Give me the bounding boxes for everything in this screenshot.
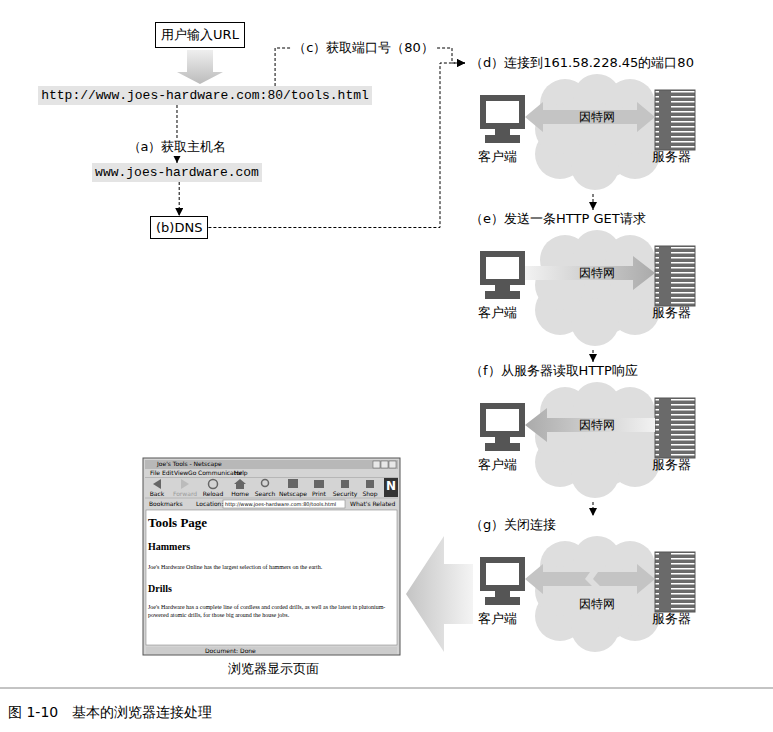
server-label: 服务器 (652, 456, 691, 474)
server-label: 服务器 (652, 304, 691, 322)
location-url: http://www.joes-hardware.com:80/tools.ht… (225, 501, 336, 507)
menu-item: File (150, 469, 160, 476)
dashed-connector (593, 350, 594, 362)
flow-arrow (406, 536, 473, 652)
cloud-label: 因特网 (579, 265, 615, 282)
internet-cloud: （e）发送一条HTTP GET请求因特网 (465, 210, 710, 350)
step-label: （a）获取主机名 (126, 138, 229, 156)
section-heading: Drills (148, 583, 172, 594)
step-heading: （g）关闭连接 (470, 516, 556, 534)
toolbar-button: Search (255, 490, 276, 497)
menu-item: Go (188, 469, 196, 476)
toolbar-button: Home (231, 490, 249, 497)
server-label: 服务器 (652, 148, 691, 166)
step-heading: （f）从服务器读取HTTP响应 (470, 362, 638, 380)
host-field: www.joes-hardware.com (92, 163, 262, 182)
client-label: 客户端 (478, 610, 517, 628)
toolbar-button: Print (312, 490, 326, 497)
dashed-connector (179, 182, 180, 216)
window-title: Joe's Tools - Netscape (157, 460, 222, 467)
figure-caption: 图 1-10 基本的浏览器连接处理 (8, 704, 212, 722)
flow-arrow (177, 50, 223, 84)
toolbar-button: Security (333, 490, 358, 497)
menu-item: Edit (162, 469, 174, 476)
figure-caption: 浏览器显示页面 (228, 660, 319, 678)
cloud-label: 因特网 (579, 109, 615, 126)
internet-cloud: （f）从服务器读取HTTP响应因特网 (465, 362, 710, 502)
toolbar-button: Back (150, 490, 165, 497)
body-text: Joe's Hardware Online has the largest se… (148, 564, 393, 570)
page-heading: Tools Page (148, 515, 207, 531)
toolbar-button: Forward (173, 490, 197, 497)
node-text: (b)DNS (156, 220, 202, 235)
node-text: www.joes-hardware.com (95, 165, 259, 180)
toolbar-button: Netscape (279, 490, 307, 497)
menu-item: View (174, 469, 188, 476)
dashed-connector (593, 194, 594, 210)
related-button: What's Related (350, 500, 395, 507)
body-text: Joe's Hardware has a complete line of co… (148, 603, 393, 619)
menu-item: Help (234, 469, 248, 476)
url-field: http://www.joes-hardware.com:80/tools.ht… (38, 86, 372, 105)
internet-cloud: （d）连接到161.58.228.45的端口80 因特网 (465, 54, 710, 194)
bookmarks-button: Bookmarks (149, 500, 183, 507)
dashed-connector (593, 502, 594, 516)
location-label: Location: (196, 500, 223, 507)
client-label: 客户端 (478, 148, 517, 166)
client-label: 客户端 (478, 456, 517, 474)
browser-window: Joe's Tools - NetscapeTools PageHammersJ… (143, 458, 400, 655)
dns-box: (b)DNS (150, 216, 208, 239)
toolbar-button: Shop (362, 490, 377, 497)
status-text: Document: Done (205, 647, 256, 654)
client-label: 客户端 (478, 304, 517, 322)
cloud-label: 因特网 (579, 596, 615, 613)
logo-letter: N (386, 479, 396, 493)
start-box: 用户输入URL (155, 22, 245, 48)
node-text: 用户输入URL (161, 27, 239, 42)
internet-cloud: （g）关闭连接因特网 (465, 516, 710, 656)
section-heading: Hammers (148, 541, 190, 552)
server-label: 服务器 (652, 610, 691, 628)
cloud-label: 因特网 (579, 417, 615, 434)
toolbar-button: Reload (203, 490, 223, 497)
step-heading: （d）连接到161.58.228.45的端口80 (470, 54, 694, 72)
node-text: http://www.joes-hardware.com:80/tools.ht… (41, 88, 369, 103)
step-label: （c）获取端口号（80） (291, 39, 436, 57)
step-heading: （e）发送一条HTTP GET请求 (470, 210, 646, 228)
